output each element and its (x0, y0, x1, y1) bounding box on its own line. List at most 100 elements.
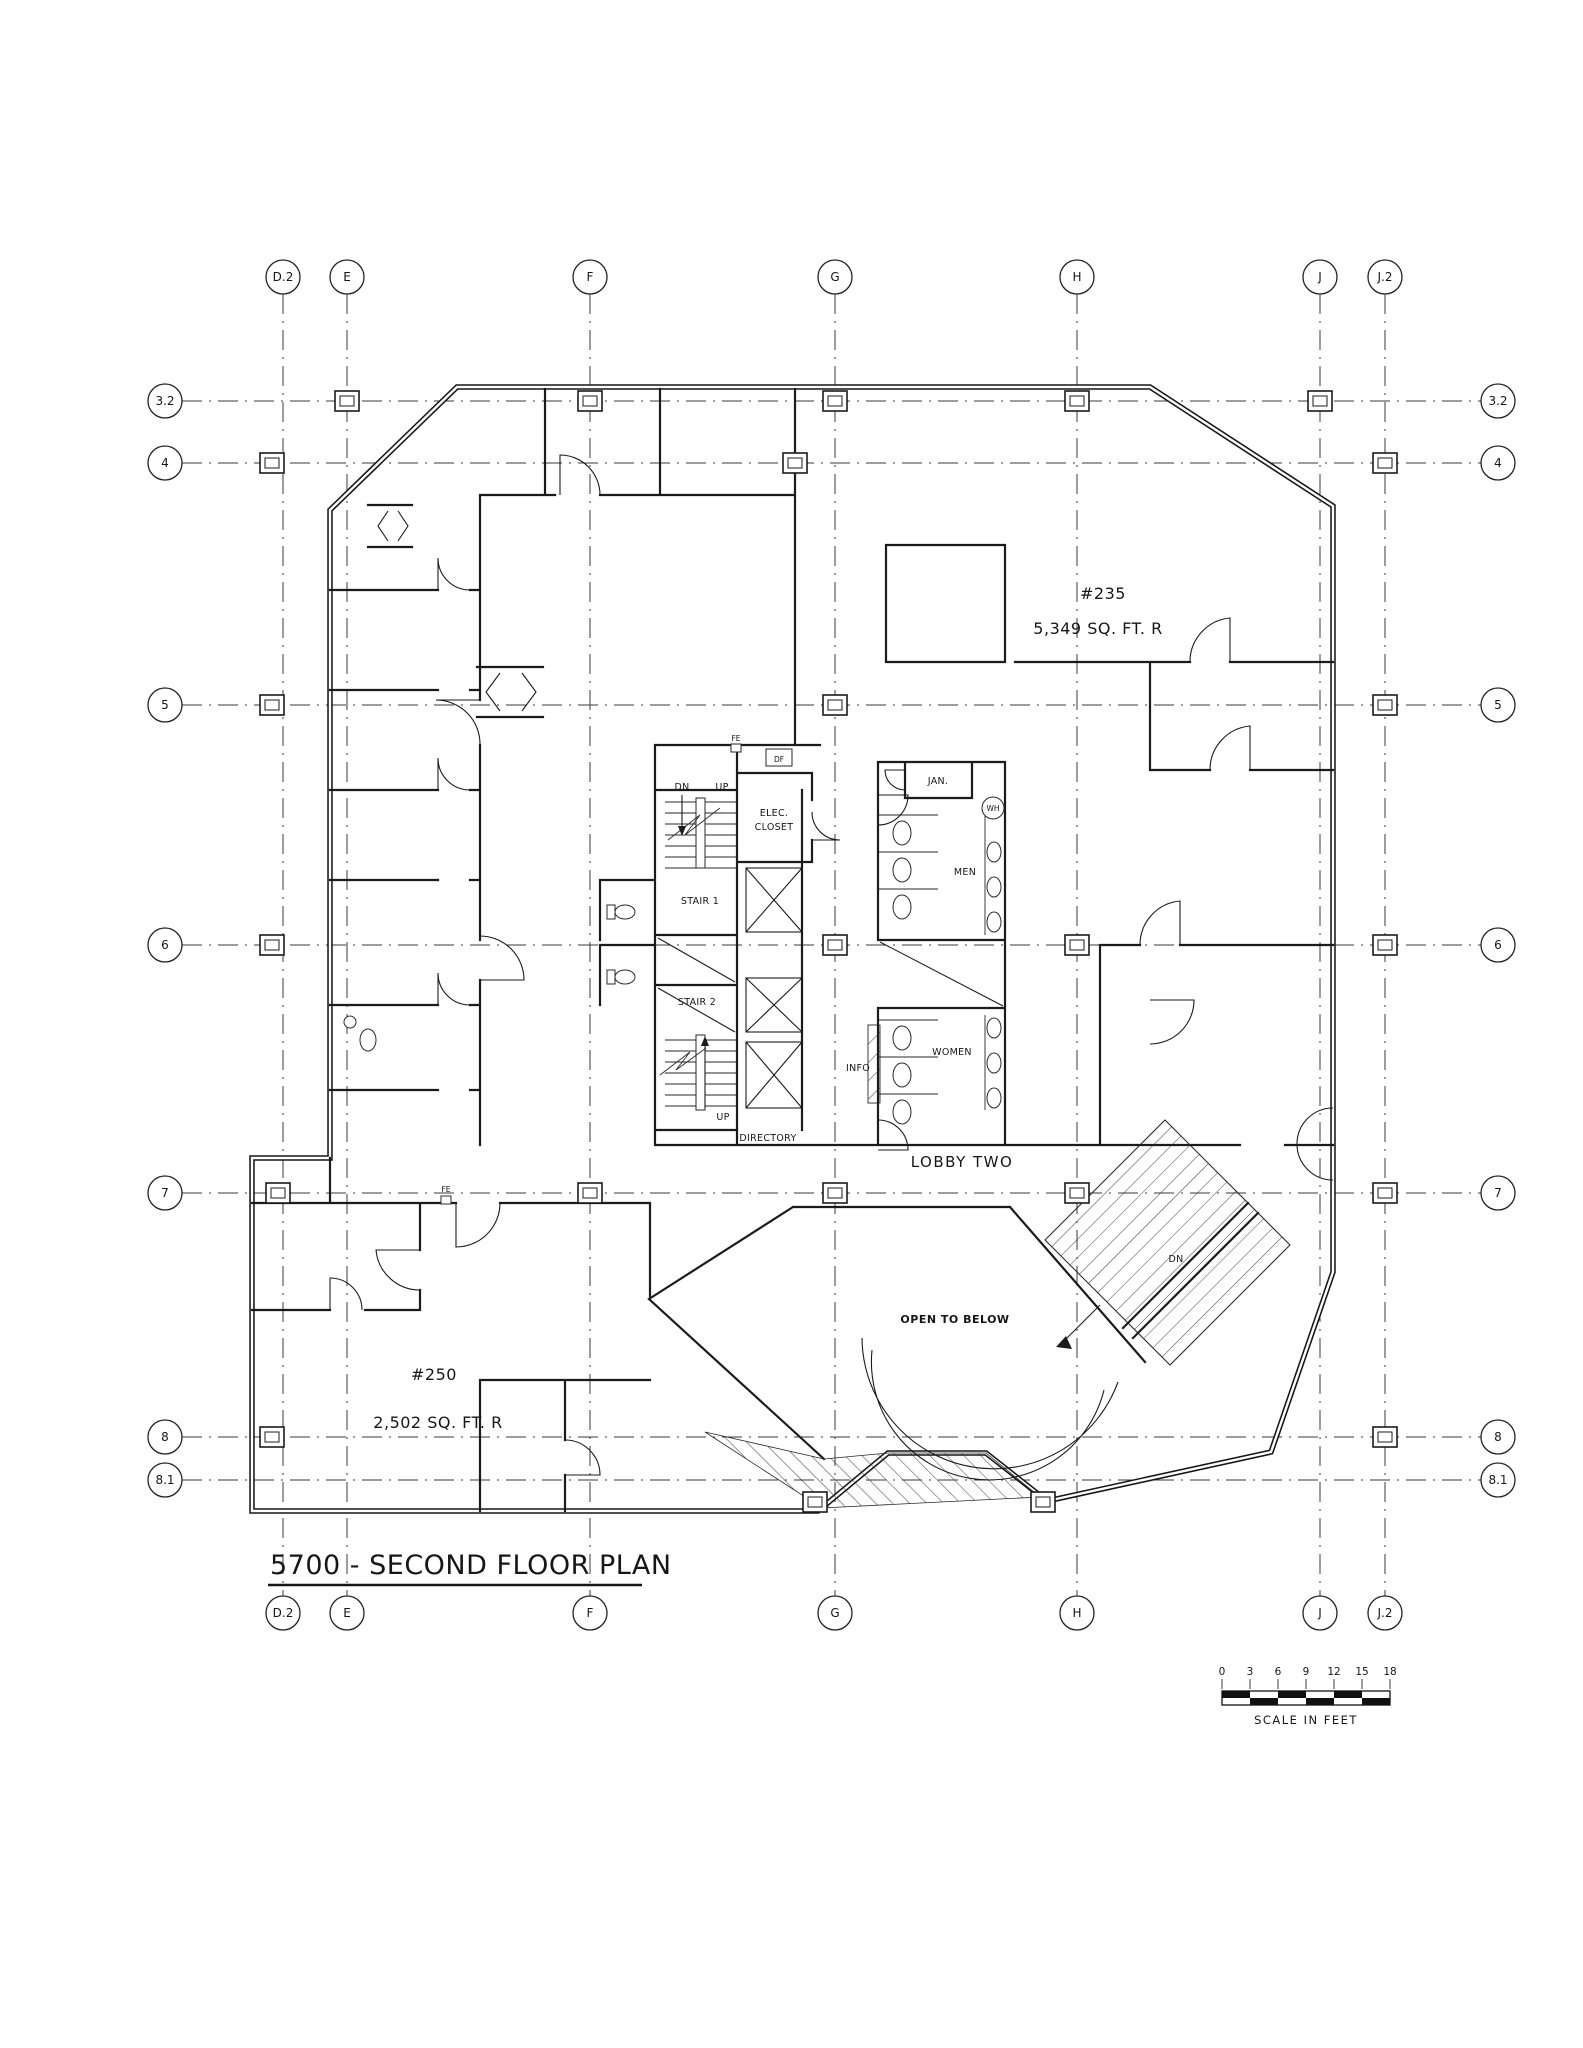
stair-2-label: STAIR 2 (678, 997, 716, 1008)
info-label: INFO (846, 1063, 870, 1074)
grid-bubble-col-F-top (572, 259, 608, 295)
suite-235-number: #235 (1080, 584, 1126, 603)
grid-bubble-label: J.2 (1377, 1606, 1393, 1620)
grid-bubble-label: J (1317, 1606, 1322, 1620)
stair1-dn-label: DN (674, 782, 689, 793)
mens-restroom-fixtures (878, 796, 1005, 935)
scale-bar-outline (1221, 1690, 1391, 1706)
info-counter (867, 1024, 881, 1104)
column-symbol-inner (1377, 457, 1393, 469)
grid-bubble-label: J (1317, 270, 1322, 284)
column-symbol-inner (1312, 395, 1328, 407)
grid-bubble-row-8.1-right (1480, 1462, 1516, 1498)
grid-bubble-label: G (830, 1606, 839, 1620)
column-symbol-inner (264, 457, 280, 469)
grid-bubble-col-E-top (329, 259, 365, 295)
grid-bubble-label: 7 (1494, 1186, 1502, 1200)
grid-bubble-row-4-right (1480, 445, 1516, 481)
elevator-shafts (745, 867, 803, 1109)
column-symbol-inner (827, 395, 843, 407)
column-markers (259, 390, 1398, 1513)
grid-bubble-col-J.2-top (1367, 259, 1403, 295)
grid-bubble-label: G (830, 270, 839, 284)
grid-bubble-label: F (587, 1606, 594, 1620)
grid-bubble-label: E (343, 270, 351, 284)
column-symbol-inner (1377, 1187, 1393, 1199)
scale-tick-0: 0 (1219, 1666, 1226, 1678)
shaft-diagonal (879, 941, 1004, 1007)
df-label: DF (774, 755, 784, 764)
grid-bubble-col-F-bottom (572, 1595, 608, 1631)
grid-bubble-label: H (1072, 1606, 1081, 1620)
wh-label: WH (986, 804, 999, 813)
scale-bar: 0 3 6 9 12 15 18 SCALE IN FEET (1219, 1666, 1397, 1727)
fe-label-core: FE (731, 734, 740, 743)
fire-extinguisher-cabinet (730, 743, 742, 753)
column-symbol-inner (264, 939, 280, 951)
curved-stair-wall (861, 1337, 1119, 1481)
stair-1-label: STAIR 1 (681, 896, 719, 907)
grid-bubble-col-D.2-bottom (265, 1595, 301, 1631)
grand-stair (1044, 1119, 1291, 1366)
column-symbol-inner (827, 1187, 843, 1199)
entry-vestibule-row5 (475, 665, 545, 719)
grid-bubble-col-J-top (1302, 259, 1338, 295)
grand-stair-dn-label: DN (1168, 1254, 1183, 1265)
elec-closet-label-2: CLOSET (755, 822, 794, 833)
grid-bubble-label: 6 (161, 938, 169, 952)
grid-bubble-label: E (343, 1606, 351, 1620)
grid-bubble-row-3.2-left (147, 383, 183, 419)
open-to-below-label: OPEN TO BELOW (900, 1313, 1009, 1326)
scale-tick-marks (1221, 1679, 1391, 1689)
grid-bubble-label: H (1072, 270, 1081, 284)
door-swings (329, 454, 1334, 1476)
grid-bubble-col-J-bottom (1302, 1595, 1338, 1631)
column-symbol-inner (582, 1187, 598, 1199)
fire-extinguisher-cabinet-2 (440, 1195, 452, 1205)
scale-tick-2: 6 (1275, 1666, 1282, 1678)
column-symbol-inner (787, 457, 803, 469)
grid-bubble-row-7-right (1480, 1175, 1516, 1211)
column-symbol-inner (1377, 699, 1393, 711)
grid-bubble-label: 4 (1494, 456, 1502, 470)
grid-bubble-row-5-right (1480, 687, 1516, 723)
grid-bubble-col-H-top (1059, 259, 1095, 295)
grid-bubble-label: 8 (1494, 1430, 1502, 1444)
column-symbol-inner (1069, 1187, 1085, 1199)
grid-bubble-row-6-left (147, 927, 183, 963)
grid-bubble-label: 3.2 (155, 394, 174, 408)
fe-label-row7: FE (441, 1185, 450, 1194)
elec-closet-label-1: ELEC. (760, 808, 788, 819)
grid-bubble-row-8-left (147, 1419, 183, 1455)
grid-bubble-label: 7 (161, 1186, 169, 1200)
column-symbol-inner (1377, 1431, 1393, 1443)
grid-bubble-label: D.2 (273, 1606, 294, 1620)
womens-restroom-fixtures (878, 1015, 1002, 1125)
column-symbol-inner (264, 1431, 280, 1443)
womens-room-label: WOMEN (932, 1047, 972, 1058)
grid-bubble-col-H-bottom (1059, 1595, 1095, 1631)
column-symbol-inner (827, 699, 843, 711)
stair-landing-lines (657, 937, 736, 1033)
grid-bubble-label: 4 (161, 456, 169, 470)
drinking-fountain-box (765, 748, 793, 767)
stair1-up-label: UP (715, 782, 728, 793)
grid-bubble-row-5-left (147, 687, 183, 723)
grid-bubble-row-8.1-left (147, 1462, 183, 1498)
column-symbol-inner (264, 699, 280, 711)
scale-caption: SCALE IN FEET (1254, 1713, 1358, 1727)
stair-1 (665, 795, 737, 869)
suite-235-area: 5,349 SQ. FT. R (1033, 619, 1162, 638)
grid-bubble-col-D.2-top (265, 259, 301, 295)
grid-bubble-col-J.2-bottom (1367, 1595, 1403, 1631)
grid-bubble-row-6-right (1480, 927, 1516, 963)
grid-bubble-col-G-bottom (817, 1595, 853, 1631)
column-symbol-inner (807, 1496, 823, 1508)
column-symbol-inner (1035, 1496, 1051, 1508)
grid-bubble-label: 6 (1494, 938, 1502, 952)
column-symbol-inner (270, 1187, 286, 1199)
column-symbol-inner (1069, 939, 1085, 951)
unisex-toilet-rooms (343, 904, 636, 1052)
